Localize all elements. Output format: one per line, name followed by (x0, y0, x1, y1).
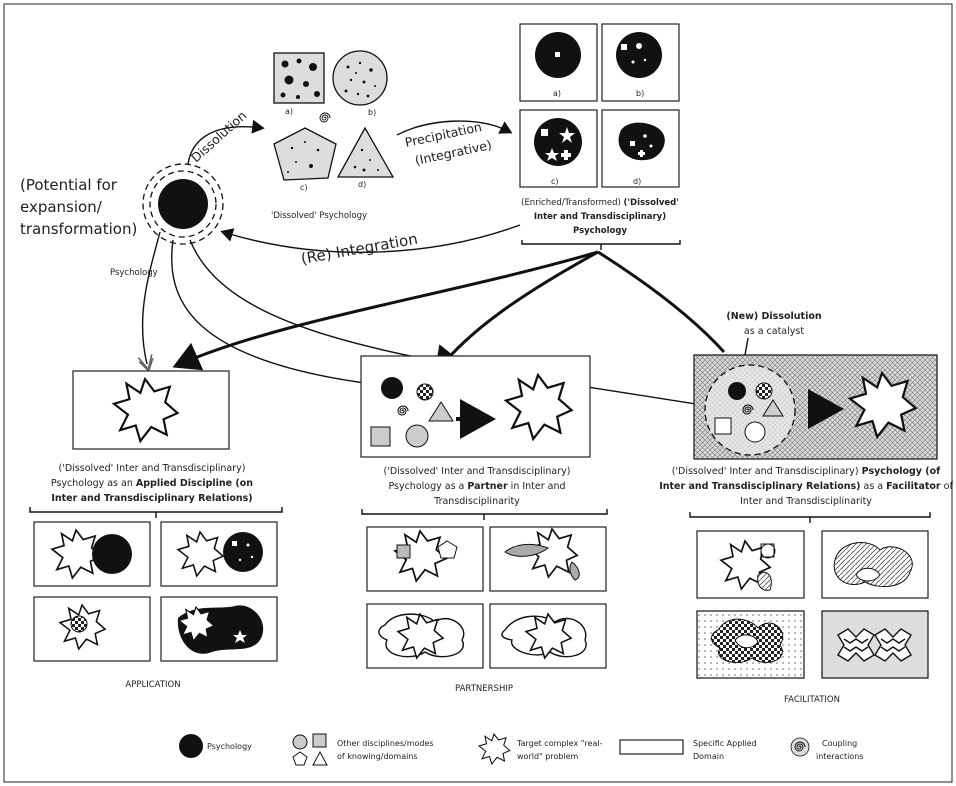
legend-label-applied-domain-1: Specific Applied (693, 739, 757, 748)
svg-text:b): b) (636, 89, 644, 98)
legend-label-target-problem-1: Target complex "real- (516, 739, 603, 748)
legend-label-other-disciplines-1: Other disciplines/modes (337, 739, 434, 748)
dissolution-label: Dissolution (188, 108, 249, 165)
potential-label-line-1: (Potential for (20, 176, 118, 194)
enriched-to-application-arrow (172, 250, 599, 371)
partnership-brace (361, 509, 608, 520)
legend-shapes-icon (292, 733, 328, 766)
facilitation-footer: FACILITATION (784, 695, 840, 705)
dissolved-psychology-label: 'Dissolved' Psychology (271, 211, 367, 221)
application-footer: APPLICATION (125, 680, 180, 690)
facilitation-caption-line-1: ('Dissolved' Inter and Transdisciplinary… (672, 466, 941, 477)
new-dissolution-subtitle: as a catalyst (744, 326, 804, 337)
reintegration-arrow (220, 224, 521, 253)
psychology-label: Psychology (110, 268, 158, 278)
partnership-caption-line-3: Transdisciplinarity (433, 496, 520, 507)
enriched-brace (521, 240, 681, 250)
application-domain (72, 370, 230, 450)
coupling-spiral-icon (319, 112, 331, 123)
dissolved-pentagon-c (273, 127, 337, 181)
facilitation-examples (696, 530, 929, 679)
dissolution-arrow (187, 119, 265, 165)
legend-label-target-problem-2: world" problem (517, 752, 579, 761)
enriched-caption-line-3: Psychology (573, 226, 627, 236)
legend: Psychology Other disciplines/modes of kn… (179, 733, 863, 766)
enriched-to-facilitation-arrow (597, 250, 726, 354)
enriched-caption-line-1: (Enriched/Transformed) ('Dissolved' (521, 198, 679, 208)
legend-label-coupling-2: interactions (816, 752, 863, 761)
psychology-core (142, 163, 224, 245)
partnership-caption-line-2: Psychology as a Partner in Inter and (388, 481, 565, 492)
facilitation-caption-line-2: Inter and Transdisciplinary Relations) a… (659, 481, 953, 492)
outer-frame (3, 3, 953, 783)
psychology-black-circle-icon (158, 179, 208, 229)
enriched-psychology-grid: a) b) c) d) (519, 23, 680, 188)
dissolved-label-c: c) (300, 183, 308, 192)
partnership-caption-line-1: ('Dissolved' Inter and Transdisciplinary… (384, 466, 571, 477)
psychology-to-application-arrow (143, 231, 161, 364)
new-dissolution-title: (New) Dissolution (726, 311, 821, 322)
dissolved-psychology-group: a) b) c) d) (273, 50, 395, 192)
enriched-to-partnership-arrow (434, 250, 599, 375)
legend-star-blob-icon (478, 733, 511, 765)
facilitation-domain (693, 354, 938, 460)
partnership-footer: PARTNERSHIP (455, 684, 513, 694)
application-caption-line-3: Inter and Transdisciplinary Relations) (51, 493, 252, 504)
facilitation-caption-line-3: Inter and Transdisciplinarity (740, 496, 872, 507)
enriched-caption-line-2: Inter and Transdisciplinary) (534, 212, 666, 222)
dissolved-triangle-d (336, 126, 395, 178)
application-caption-line-2: Psychology as an Applied Discipline (on (51, 478, 253, 489)
partnership-domain (360, 355, 591, 458)
svg-text:d): d) (633, 177, 641, 186)
dissolved-label-d: d) (358, 180, 366, 189)
legend-label-coupling-1: Coupling (822, 739, 857, 748)
legend-label-other-disciplines-2: of knowing/domains (337, 752, 418, 761)
application-examples (33, 521, 278, 662)
psychology-to-partnership-arrow (171, 239, 372, 384)
dissolved-circle-b (332, 50, 388, 106)
reintegration-label: (Re) Integration (300, 230, 419, 268)
legend-label-applied-domain-2: Domain (693, 752, 724, 761)
legend-label-psychology: Psychology (207, 742, 252, 751)
dissolved-label-a: a) (285, 107, 293, 116)
legend-black-circle-icon (179, 734, 203, 758)
legend-spiral-icon (790, 737, 810, 757)
dissolved-label-b: b) (368, 108, 376, 117)
potential-label-line-3: transformation) (20, 220, 137, 238)
application-brace (29, 507, 283, 518)
svg-text:a): a) (553, 89, 561, 98)
partnership-examples (366, 526, 607, 669)
precipitation-arrow (396, 120, 513, 136)
legend-rectangle-icon (619, 739, 684, 755)
potential-label-line-2: expansion/ (20, 198, 103, 216)
application-caption-line-1: ('Dissolved' Inter and Transdisciplinary… (59, 463, 246, 474)
facilitation-brace (689, 512, 931, 523)
svg-text:c): c) (551, 177, 559, 186)
